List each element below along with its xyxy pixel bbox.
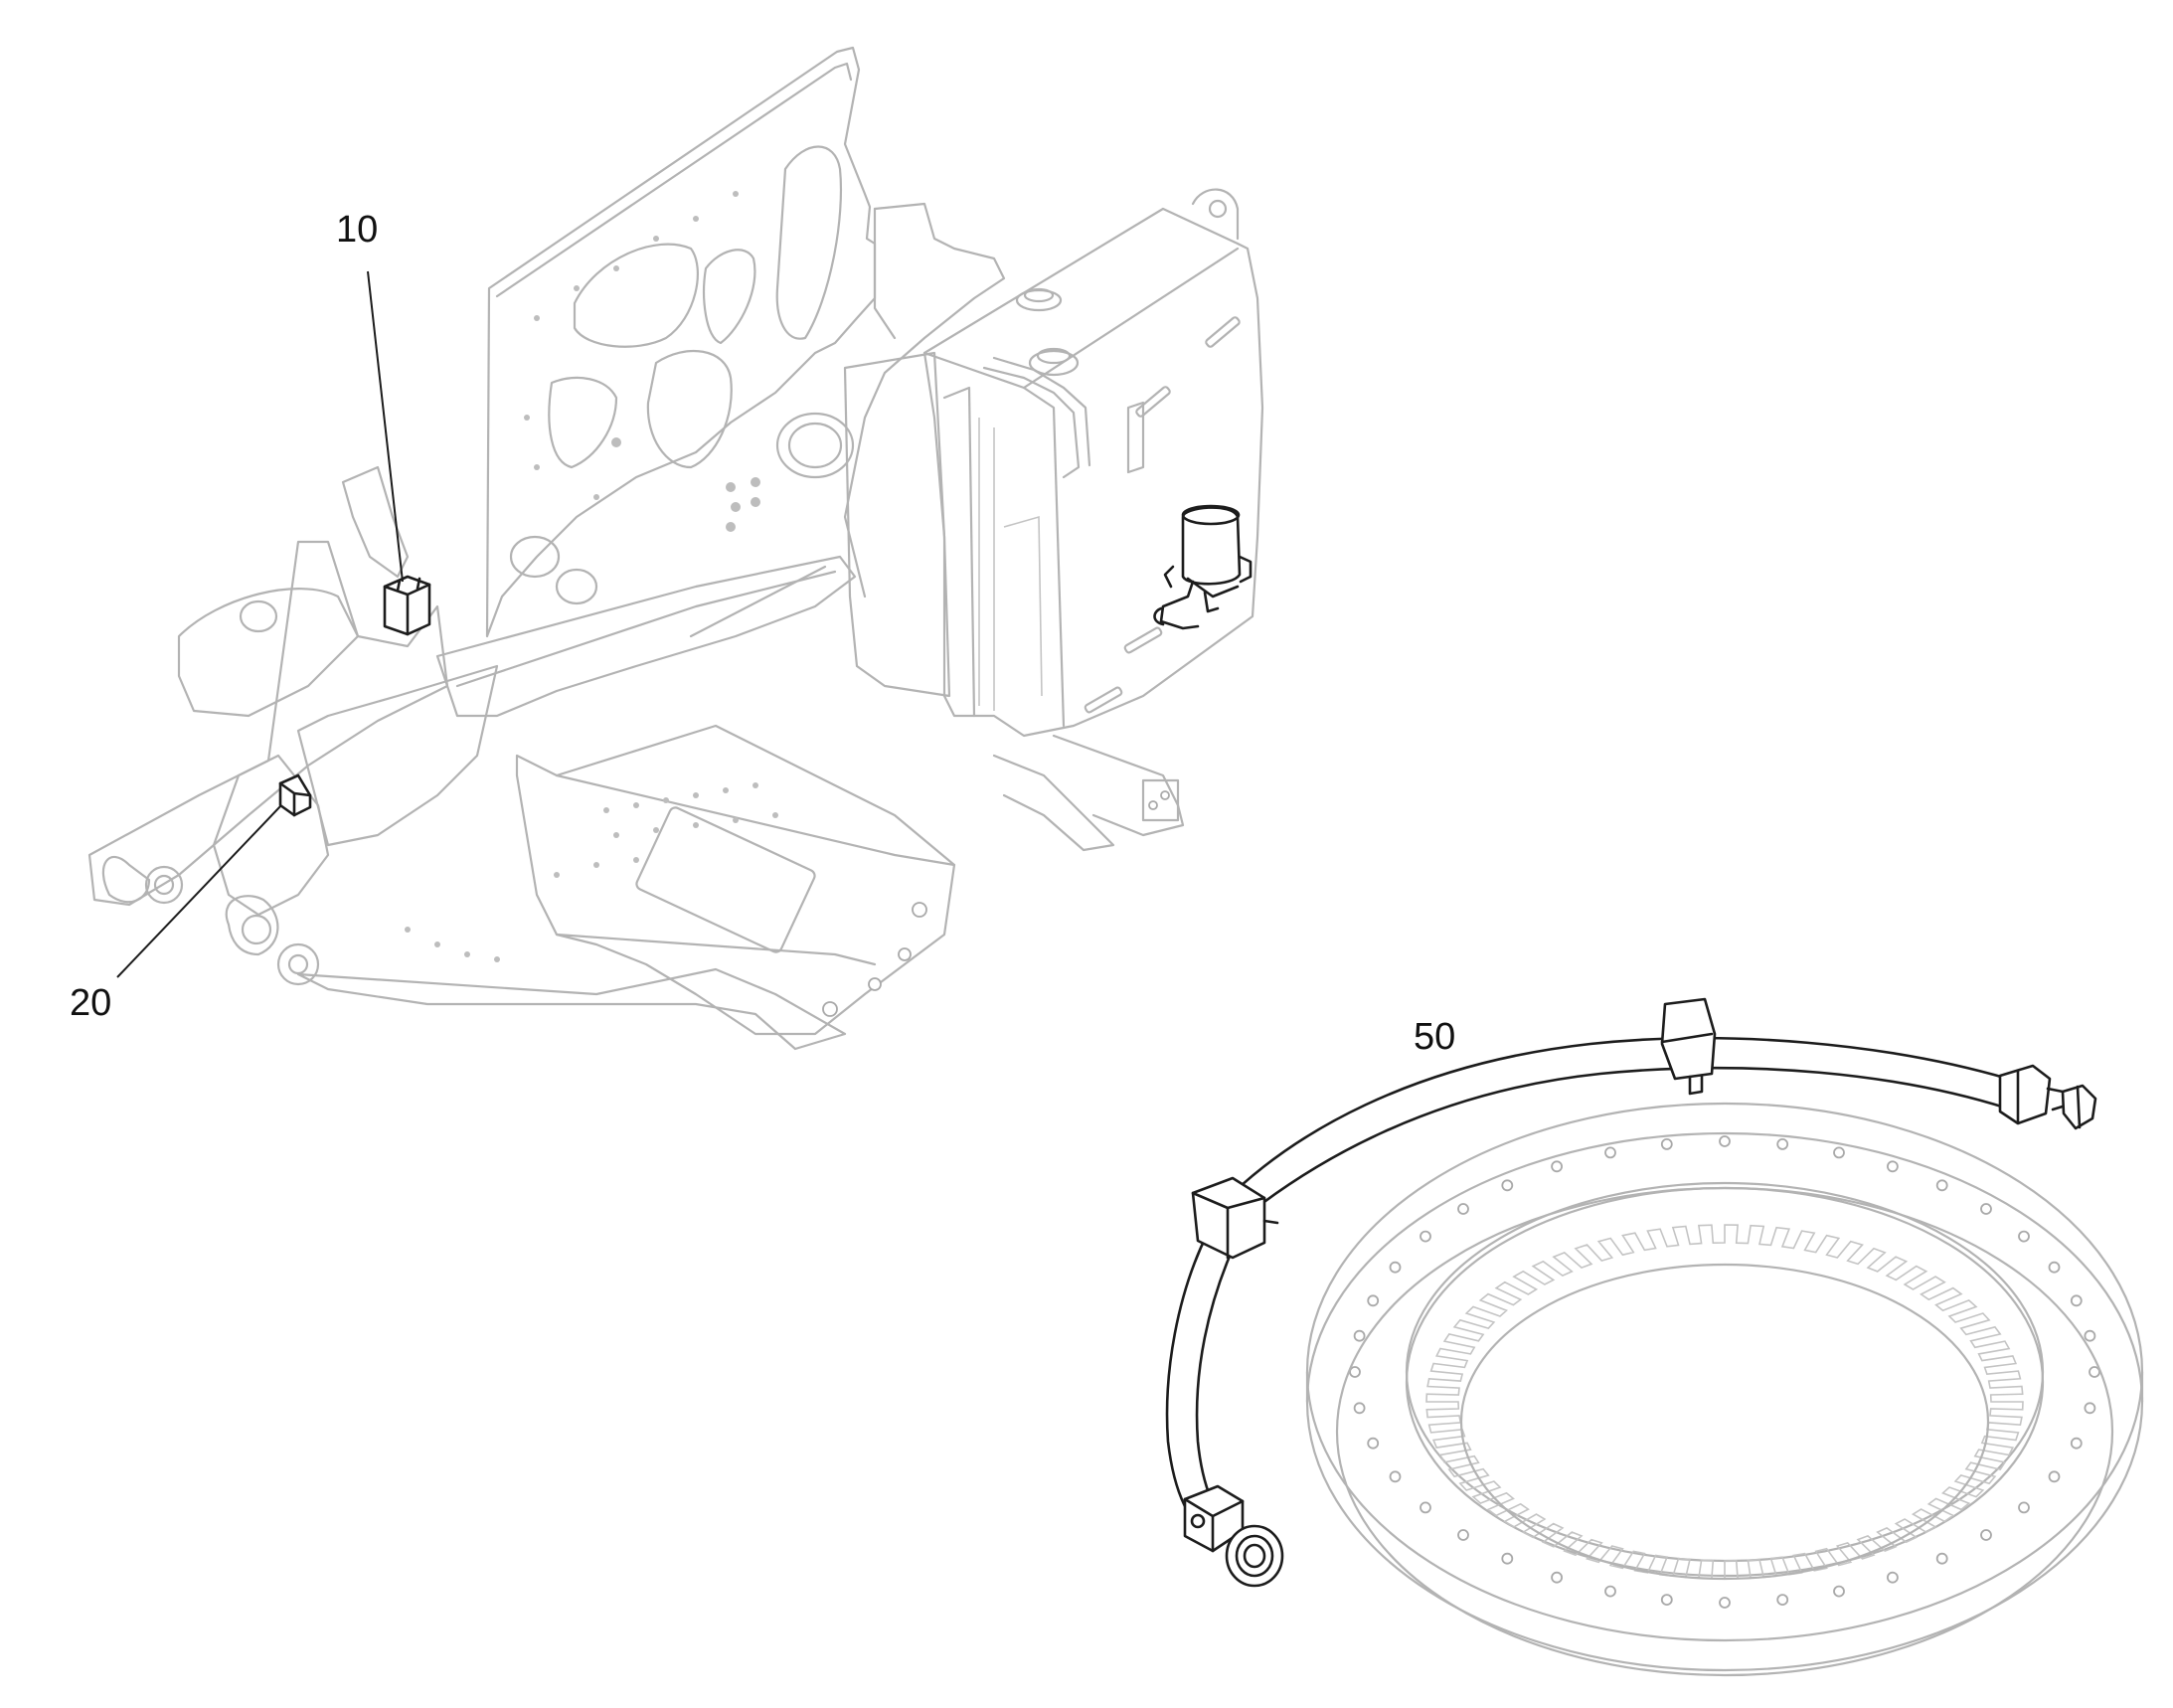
leader-line-20 [116,804,282,978]
bolt-hole [1457,1203,1469,1215]
bolt-hole [2070,1437,2083,1450]
bolt-hole [1501,1552,1514,1565]
ring-bolt-holes [1349,1135,2100,1609]
callout-10: 10 [336,209,379,251]
item-50-hose-assembly [1165,997,2097,1588]
bolt-hole [1980,1529,1992,1541]
bolt-hole [1551,1160,1563,1173]
item-20-part [278,773,312,817]
bolt-hole [1660,1594,1673,1606]
gear-tooth-profile [1425,1224,2024,1580]
callout-20: 20 [70,982,112,1024]
bolt-hole [1367,1294,1380,1307]
bolt-hole [1420,1230,1431,1243]
bolt-hole [1719,1597,1731,1609]
bolt-hole [2084,1402,2096,1415]
bolt-hole [1420,1501,1431,1514]
bolt-hole [1887,1160,1899,1173]
bolt-hole [1389,1470,1402,1483]
pump-motor [1153,504,1253,630]
bolt-hole [1887,1571,1899,1584]
bolt-hole [1353,1402,1366,1415]
bolt-hole [1604,1585,1616,1598]
bolt-hole [1660,1138,1673,1150]
bolt-hole [1776,1138,1789,1150]
gear-teeth [1425,1224,2024,1580]
item-10-part [383,575,431,636]
bolt-hole [2018,1501,2030,1514]
bolt-hole [2048,1470,2061,1483]
bolt-hole [2048,1261,2061,1274]
bolt-hole [1389,1261,1402,1274]
bolt-hole [1833,1585,1845,1598]
bolt-hole [2089,1366,2100,1378]
bolt-hole [1980,1203,1992,1215]
callout-50: 50 [1414,1016,1456,1058]
bolt-hole [2018,1230,2030,1243]
leader-line-10 [367,270,404,583]
bolt-hole [1935,1179,1948,1192]
boom-mount-frame [87,540,956,1051]
tank-housing [843,188,1264,852]
bolt-hole [1833,1146,1845,1159]
bolt-hole [1457,1529,1469,1541]
bolt-hole [1935,1552,1948,1565]
bolt-hole [1551,1571,1563,1584]
bolt-hole [1367,1437,1380,1450]
bolt-hole [1501,1179,1514,1192]
uppercarriage-frame [341,46,1006,638]
bolt-hole [1604,1146,1616,1159]
bolt-hole [2084,1329,2096,1342]
bolt-hole [2070,1294,2083,1307]
slewing-ring [1305,1102,2144,1677]
bolt-hole [1776,1594,1789,1606]
bolt-hole [1353,1329,1366,1342]
bolt-hole [1349,1366,1361,1378]
bolt-hole [1719,1135,1731,1147]
